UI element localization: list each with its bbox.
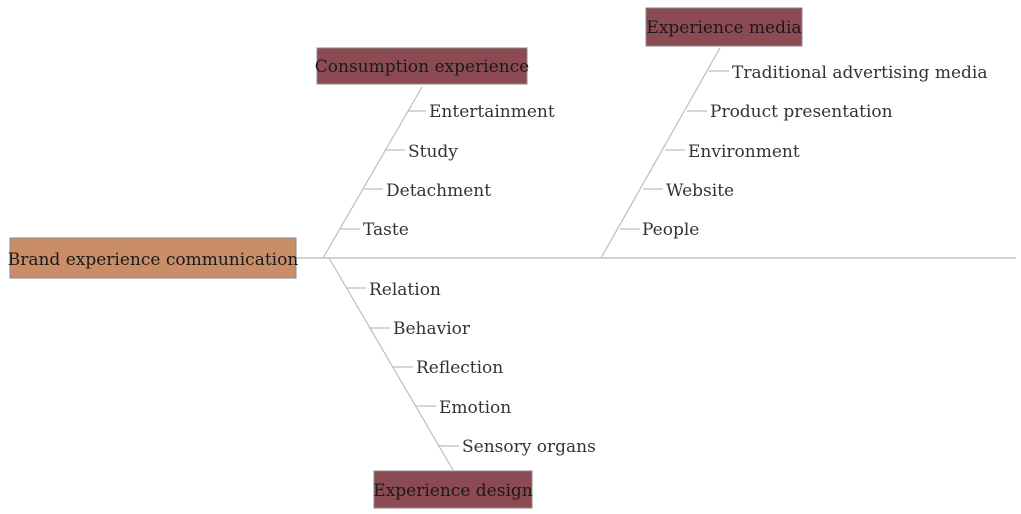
cause-reflection: Reflection	[416, 358, 503, 378]
category-box-consumption	[316, 47, 528, 85]
cause-taste: Taste	[363, 220, 409, 240]
cause-relation: Relation	[369, 280, 441, 300]
cause-traditional-advertising-media: Traditional advertising media	[732, 63, 987, 83]
head-label: Brand experience communication	[8, 250, 299, 270]
cause-entertainment: Entertainment	[429, 102, 555, 122]
bone-experience-design: Experience design Relation Behavior Refl…	[328, 257, 596, 509]
bone-line-consumption	[322, 86, 423, 259]
cause-detachment: Detachment	[386, 181, 491, 201]
cause-study: Study	[408, 142, 458, 162]
category-box-media	[645, 7, 803, 47]
bone-experience-media: Experience media Traditional advertising…	[600, 7, 987, 259]
cause-behavior: Behavior	[393, 319, 471, 339]
cause-emotion: Emotion	[439, 398, 511, 418]
cause-environment: Environment	[688, 142, 800, 162]
head-node: Brand experience communication	[8, 237, 299, 279]
cause-product-presentation: Product presentation	[710, 102, 893, 122]
cause-website: Website	[666, 181, 734, 201]
bone-consumption-experience: Consumption experience Entertainment Stu…	[315, 47, 555, 259]
category-label-design: Experience design	[373, 481, 532, 501]
category-label-consumption: Consumption experience	[315, 57, 529, 77]
cause-people: People	[642, 220, 699, 240]
cause-sensory-organs: Sensory organs	[462, 437, 596, 457]
head-box	[9, 237, 297, 279]
bone-line-design	[328, 257, 454, 471]
bone-line-media	[600, 47, 721, 259]
category-label-media: Experience media	[646, 18, 801, 38]
category-box-design	[373, 470, 533, 509]
